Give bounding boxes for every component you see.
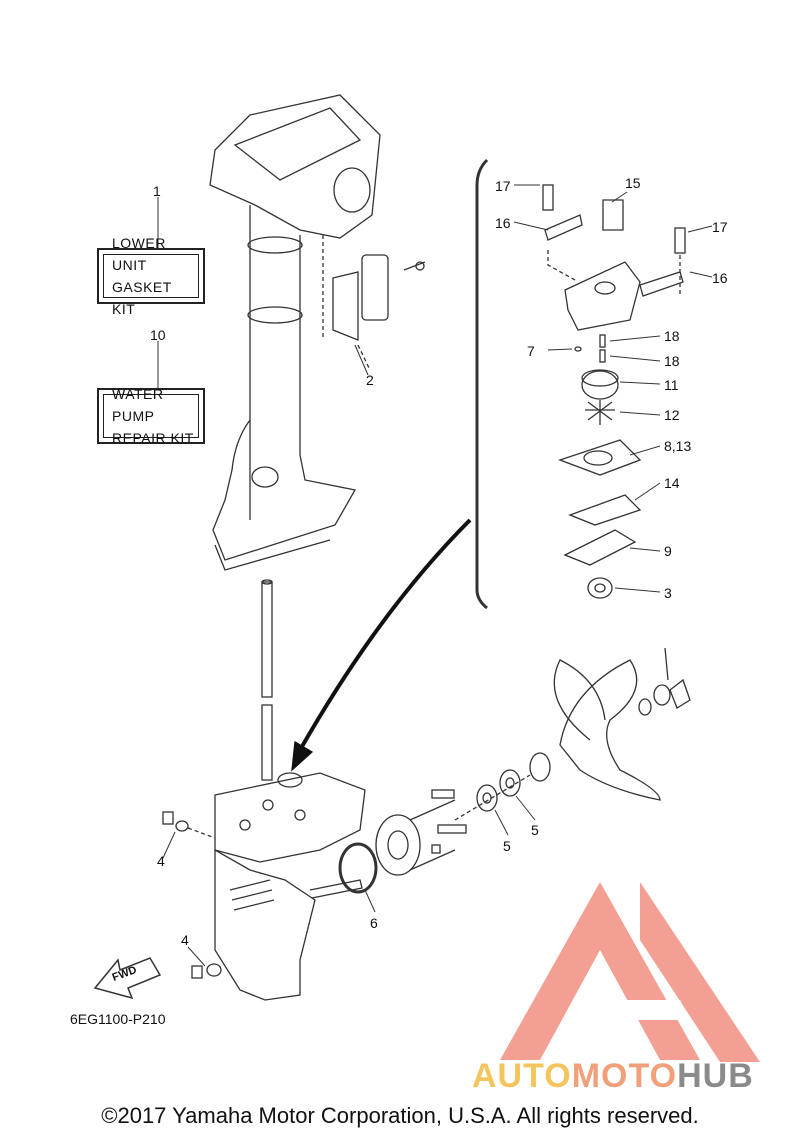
drive-shaft-housing [209,94,381,571]
diagram-code: 6EG1100-P210 [70,1011,166,1027]
callout-17: 17 [495,178,511,194]
callout-8-13: 8,13 [664,438,692,454]
callout-18: 18 [664,353,680,369]
kit-box-lower-unit-gasket: LOWER UNIT GASKET KIT [97,235,205,317]
bearing-part-5 [454,769,531,821]
callout-11: 11 [664,377,679,393]
callout-15: 15 [625,175,641,191]
kit-line: LOWER UNIT [112,235,166,273]
callout-12: 12 [664,407,680,423]
callout-4: 4 [157,853,165,869]
callout-7: 7 [527,343,535,359]
callout-10: 10 [150,327,166,343]
kit-line: GASKET KIT [112,279,172,317]
callout-17: 17 [712,219,728,235]
grommet-part-2 [322,235,426,371]
automotohub-logo [500,882,760,1062]
watermark-part: HUB [677,1057,754,1095]
o-ring-part-6 [338,842,378,894]
kit-box-water-pump-repair: WATER PUMP REPAIR KIT [97,386,205,446]
callout-4: 4 [181,932,189,948]
forward-direction-arrow [93,957,162,1000]
arrow [298,518,472,751]
kit-line: REPAIR KIT [112,430,194,446]
propeller [529,647,691,801]
callout-9: 9 [664,543,672,559]
callout-5: 5 [503,838,511,854]
callout-3: 3 [664,585,672,601]
copyright-notice: ©2017 Yamaha Motor Corporation, U.S.A. A… [101,1103,699,1128]
callout-16: 16 [712,270,728,286]
watermark-part: AUTO [472,1057,572,1095]
callout-18: 18 [664,328,680,344]
callout-16: 16 [495,215,511,231]
kit-line: WATER PUMP [112,386,164,424]
callout-6: 6 [370,915,378,931]
watermark-text: AUTOMOTOHUB [472,1057,754,1096]
drain-screw-part-4 [162,811,222,979]
bolt-17a [542,184,554,211]
propeller-shaft-housing [375,789,467,876]
callout-14: 14 [664,475,680,491]
callout-2: 2 [366,372,374,388]
watermark-part: MOTO [571,1057,678,1095]
callout-1: 1 [153,183,161,199]
gearcase [214,772,366,1001]
drive-shaft [261,579,273,781]
water-pump-detail [475,158,686,610]
callout-5: 5 [531,822,539,838]
